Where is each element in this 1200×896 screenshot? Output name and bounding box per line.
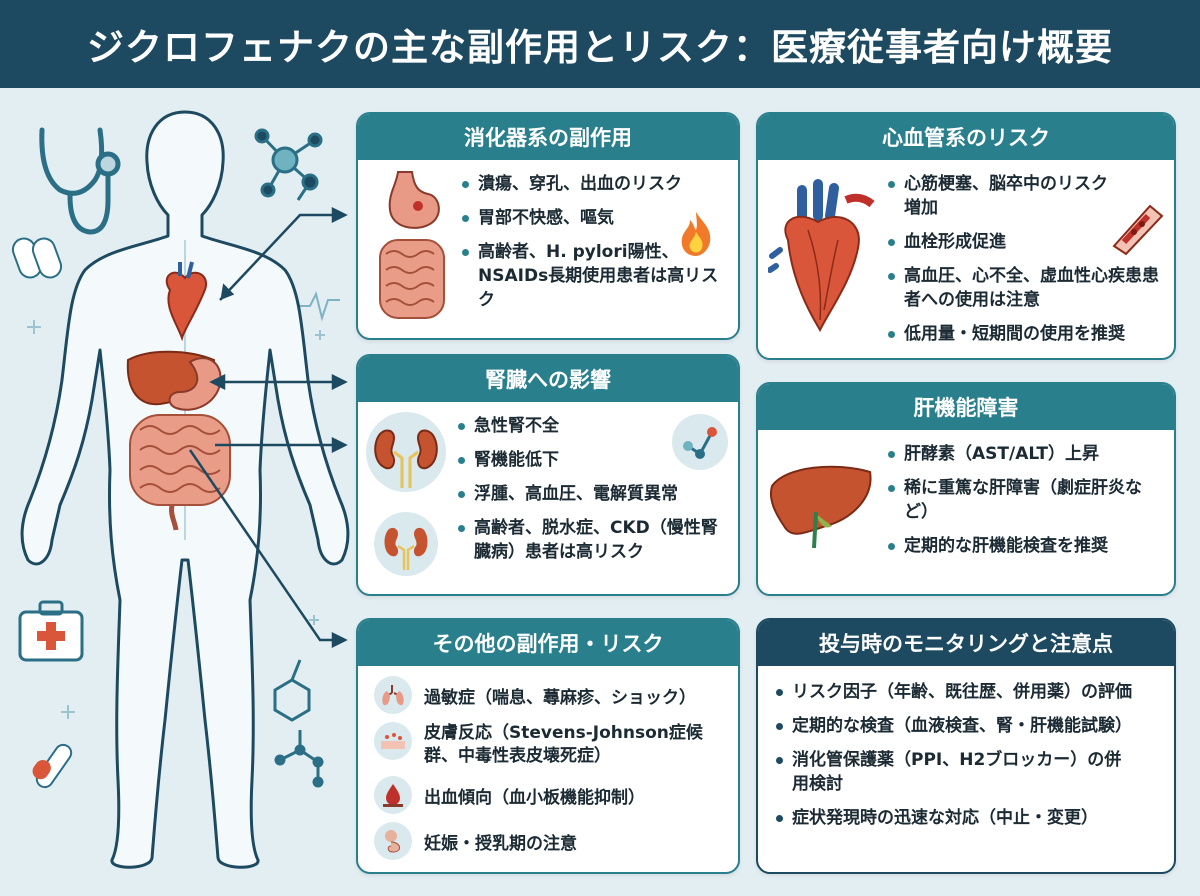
kidney-small-icon xyxy=(374,512,438,576)
blood-drop-icon xyxy=(374,776,412,814)
other-risk-row: 出血傾向（血小板機能抑制） xyxy=(374,776,728,814)
other-risks-card-title: その他の副作用・リスク xyxy=(358,620,738,666)
blood-vessel-icon xyxy=(1112,204,1164,256)
cardio-item: 高血圧、心不全、虚血性心疾患患者への使用は注意 xyxy=(888,264,1170,312)
other-risk-text: 皮膚反応（Stevens-Johnson症候群、中毒性表皮壊死症） xyxy=(424,723,703,766)
monitoring-item: 症状発現時の迅速な対応（中止・変更） xyxy=(776,806,1170,830)
monitoring-item: リスク因子（年齢、既往歴、併用薬）の評価 xyxy=(776,680,1170,704)
other-risk-text: 出血傾向（血小板機能抑制） xyxy=(424,787,645,808)
digestive-item: 高齢者、H. pylori陽性、NSAIDs長期使用患者は高リスク xyxy=(462,240,724,312)
other-risks-card: その他の副作用・リスク 過敏症（喘息、蕁麻疹、ショック） 皮膚反応（Steven… xyxy=(356,618,740,874)
liver-icon xyxy=(770,465,872,549)
digestive-card-title: 消化器系の副作用 xyxy=(358,114,738,160)
other-risk-row: 過敏症（喘息、蕁麻疹、ショック） xyxy=(374,676,728,714)
test-tube-icon xyxy=(32,743,73,789)
kidney-item: 高齢者、脱水症、CKD（慢性腎臓病）患者は高リスク xyxy=(458,516,734,564)
kidney-item: 急性腎不全 xyxy=(458,414,734,438)
digestive-card: 消化器系の副作用 潰瘍、穿孔、出血のリスク 胃部不快感、嘔気 高齢者、H. py… xyxy=(356,112,740,340)
fetus-icon xyxy=(374,822,412,860)
monitoring-card: 投与時のモニタリングと注意点 リスク因子（年齢、既往歴、併用薬）の評価 定期的な… xyxy=(756,618,1176,874)
cardio-item: 低用量・短期間の使用を推奨 xyxy=(888,322,1170,346)
human-body-figure xyxy=(20,110,350,869)
skin-icon xyxy=(374,722,412,760)
stomach-organ xyxy=(168,357,222,411)
lungs-icon xyxy=(374,676,412,714)
page-title: ジクロフェナクの主な副作用とリスク：医療従事者向け概要 xyxy=(87,26,1113,69)
heart-icon xyxy=(768,179,875,333)
pills-icon xyxy=(11,237,63,279)
heart-organ xyxy=(165,261,207,342)
cardio-item: 心筋梗塞、脳卒中のリスク増加 xyxy=(888,172,1118,220)
flame-icon xyxy=(681,212,711,256)
liver-item: 定期的な肝機能検査を推奨 xyxy=(888,534,1170,558)
other-risk-row: 妊娠・授乳期の注意 xyxy=(374,822,728,860)
monitoring-card-title: 投与時のモニタリングと注意点 xyxy=(758,620,1174,666)
chemical-structure-icon xyxy=(273,659,324,788)
pulse-icon xyxy=(300,291,340,322)
cardio-card: 心血管系のリスク 心筋梗塞、脳卒中のリスク増加 血栓形成促進 高血圧、心不全、虚… xyxy=(756,112,1176,360)
monitoring-item: 定期的な検査（血液検査、腎・肝機能試験） xyxy=(776,714,1170,738)
first-aid-kit-icon xyxy=(18,600,84,662)
kidney-item: 腎機能低下 xyxy=(458,448,734,472)
monitoring-item: 消化管保護薬（PPI、H2ブロッカー）の併用検討 xyxy=(776,748,1136,796)
stethoscope-icon xyxy=(39,127,121,235)
cardio-card-title: 心血管系のリスク xyxy=(758,114,1174,160)
other-risk-text: 過敏症（喘息、蕁麻疹、ショック） xyxy=(424,687,696,708)
background-decor xyxy=(11,127,340,789)
liver-item: 肝酵素（AST/ALT）上昇 xyxy=(888,442,1170,466)
kidney-item: 浮腫、高血圧、電解質異常 xyxy=(458,482,734,506)
title-bar: ジクロフェナクの主な副作用とリスク：医療従事者向け概要 xyxy=(0,0,1200,88)
digestive-item: 潰瘍、穿孔、出血のリスク xyxy=(462,172,734,196)
liver-item: 稀に重篤な肝障害（劇症肝炎など） xyxy=(888,476,1150,524)
liver-card: 肝機能障害 肝酵素（AST/ALT）上昇 稀に重篤な肝障害（劇症肝炎など） 定期… xyxy=(756,382,1176,596)
intestines-organ xyxy=(129,414,231,531)
digestive-item: 胃部不快感、嘔気 xyxy=(462,206,734,230)
cardio-item: 血栓形成促進 xyxy=(888,230,1170,254)
kidney-card-title: 腎臓への影響 xyxy=(358,356,738,402)
molecule-icon xyxy=(672,414,728,470)
liver-card-title: 肝機能障害 xyxy=(758,384,1174,430)
stomach-intestine-icon xyxy=(379,171,445,319)
molecule-icon xyxy=(254,128,323,201)
kidney-icon xyxy=(366,412,446,492)
other-risk-row: 皮膚反応（Stevens-Johnson症候群、中毒性表皮壊死症） xyxy=(374,722,728,768)
other-risk-text: 妊娠・授乳期の注意 xyxy=(424,833,577,854)
kidney-card: 腎臓への影響 急性腎不全 腎機能低下 浮腫、高血圧、電解質異常 高齢者、脱水症、… xyxy=(356,354,740,596)
